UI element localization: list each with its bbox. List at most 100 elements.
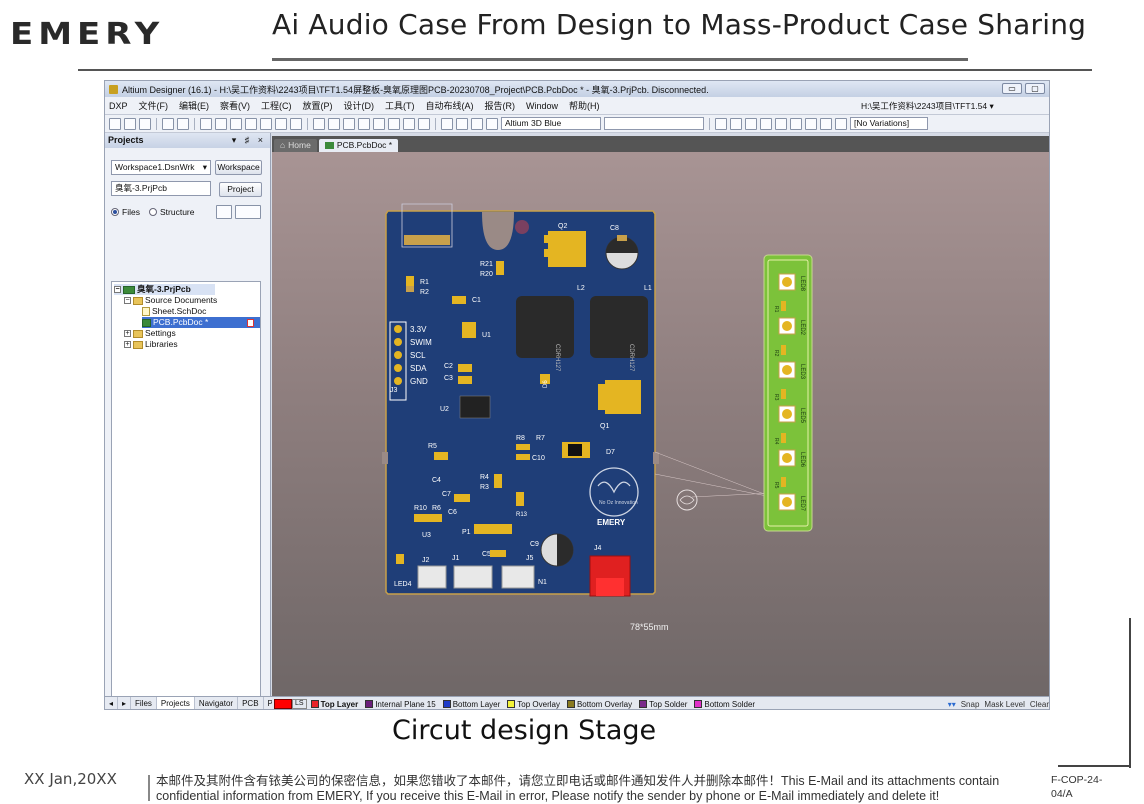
arc-icon[interactable]	[775, 117, 787, 130]
component-r21-r20[interactable]: R21 R20	[480, 261, 504, 278]
rubber-stamp-icon[interactable]	[358, 117, 370, 130]
panel-tab-files[interactable]: Files	[131, 697, 157, 709]
tree-libraries[interactable]: +Libraries	[124, 339, 178, 349]
inductor-l1[interactable]: CDRH127 L1	[590, 285, 652, 372]
connector-j1[interactable]: J1	[452, 555, 493, 589]
layer-tab-bottom-layer[interactable]: Bottom Layer	[442, 700, 500, 709]
layer-icon[interactable]	[200, 117, 212, 130]
led-board[interactable]	[763, 254, 813, 532]
panel-tab-navigator[interactable]: Navigator	[195, 697, 239, 709]
layer-tab-top-solder[interactable]: Top Solder	[639, 700, 687, 709]
component-q1[interactable]: Q1	[598, 380, 641, 430]
menu-reports[interactable]: 报告(R)	[484, 101, 516, 111]
led-3[interactable]: LED3	[778, 361, 805, 380]
layer-tab-bottom-solder[interactable]: Bottom Solder	[694, 700, 755, 709]
snap-button[interactable]: Snap	[960, 699, 980, 709]
inductor-l2[interactable]: CDRH127 L2	[516, 285, 585, 372]
component-r13[interactable]: R13	[516, 492, 528, 518]
snap-icon[interactable]: ▾▾	[947, 699, 956, 709]
tab-home[interactable]: ⌂Home	[274, 139, 317, 152]
led-resistor-1[interactable]: R1	[773, 301, 786, 313]
component-r5-c4[interactable]: R5 C4	[428, 443, 448, 484]
menu-dxp[interactable]: DXP	[109, 100, 128, 111]
cut-icon[interactable]	[313, 117, 325, 130]
led-resistor-4[interactable]: R4	[773, 433, 786, 445]
panel-tab-next[interactable]: ▸	[118, 697, 132, 709]
layer-set-select[interactable]	[604, 117, 704, 130]
project-button[interactable]: Project	[219, 182, 262, 197]
panel-tab-pcb[interactable]: PCB	[238, 697, 264, 709]
variations-select[interactable]: [No Variations]	[850, 117, 928, 130]
led-4[interactable]: LED5	[778, 405, 805, 424]
restore-button[interactable]: ▢	[1025, 83, 1045, 94]
menu-help[interactable]: 帮助(H)	[569, 101, 600, 111]
paste-icon[interactable]	[343, 117, 355, 130]
workspace-combo[interactable]: Workspace1.DsnWrk▾	[111, 160, 211, 175]
workspace-button[interactable]: Workspace	[215, 160, 262, 175]
copy-icon[interactable]	[328, 117, 340, 130]
pad-icon[interactable]	[760, 117, 772, 130]
component-c7[interactable]: C7	[442, 491, 470, 502]
component-u1[interactable]: U1	[462, 322, 491, 339]
tree-project[interactable]: −臭氧-3.PrjPcb	[114, 284, 215, 295]
mask-level-button[interactable]: Mask Level	[984, 699, 1025, 709]
tree-pcb-pcbdoc[interactable]: PCB.PcbDoc *	[142, 317, 260, 328]
component-c8[interactable]: C8	[605, 225, 639, 270]
menu-project[interactable]: 工程(C)	[261, 101, 292, 111]
led-5[interactable]: LED6	[778, 449, 805, 468]
component-c9[interactable]: C9	[530, 533, 574, 567]
tree-settings[interactable]: +Settings	[124, 328, 176, 338]
component-r10-c6[interactable]: R10 R6 C6	[414, 505, 457, 522]
component-icon[interactable]	[835, 117, 847, 130]
header-j3[interactable]: 3.3V SWIM SCL SDA GND J3	[389, 321, 432, 401]
via-icon[interactable]	[745, 117, 757, 130]
component-led4[interactable]: LED4	[394, 554, 412, 588]
component-r1-r2[interactable]: R1 R2	[406, 276, 429, 296]
highlight-icon[interactable]	[471, 117, 483, 130]
menu-autoroute[interactable]: 自动布线(A)	[425, 101, 474, 111]
layer-tab-top-layer[interactable]: Top Layer	[310, 700, 358, 709]
undo-icon[interactable]	[441, 117, 453, 130]
component-d6[interactable]: D6	[540, 374, 550, 388]
component-r4-r3[interactable]: R4 R3	[480, 474, 502, 491]
deselect-icon[interactable]	[403, 117, 415, 130]
refresh-icon[interactable]	[216, 205, 232, 219]
tree-sheet-schdoc[interactable]: Sheet.SchDoc	[142, 306, 206, 317]
document-options-icon[interactable]	[235, 205, 261, 219]
fit-icon[interactable]	[245, 117, 257, 130]
component-d7[interactable]: D7	[562, 442, 615, 458]
select-icon[interactable]	[373, 117, 385, 130]
layer-tab-bottom-overlay[interactable]: Bottom Overlay	[566, 700, 632, 709]
panel-tab-projects[interactable]: Projects	[156, 697, 195, 709]
zoom-out-icon[interactable]	[290, 117, 302, 130]
led-1[interactable]: LED8	[778, 273, 805, 292]
menu-place[interactable]: 放置(P)	[302, 101, 333, 111]
board-icon[interactable]	[215, 117, 227, 130]
layer-tab-top-overlay[interactable]: Top Overlay	[507, 700, 560, 709]
region-icon[interactable]	[805, 117, 817, 130]
led-6[interactable]: LED7	[778, 493, 805, 512]
folder-icon[interactable]	[230, 117, 242, 130]
menu-view[interactable]: 察看(V)	[220, 101, 251, 111]
zoom-in-icon[interactable]	[275, 117, 287, 130]
chip-u2[interactable]: U2	[440, 395, 491, 419]
view-config-select[interactable]: Altium 3D Blue	[501, 117, 601, 130]
component-c5[interactable]: C5	[482, 550, 506, 558]
component-c2-c3[interactable]: C2 C3	[444, 363, 472, 384]
fill-icon[interactable]	[790, 117, 802, 130]
component-c1[interactable]: C1	[452, 296, 481, 304]
panel-tab-prev[interactable]: ◂	[105, 697, 119, 709]
move-icon[interactable]	[388, 117, 400, 130]
menu-edit[interactable]: 编辑(E)	[179, 101, 210, 111]
print-icon[interactable]	[162, 117, 174, 130]
connector-p1[interactable]: P1 U3	[422, 524, 512, 539]
minimize-button[interactable]: ▭	[1002, 83, 1022, 94]
menu-tools[interactable]: 工具(T)	[385, 101, 415, 111]
tree-source-documents[interactable]: −Source Documents	[124, 295, 218, 305]
browse-icon[interactable]	[486, 117, 498, 130]
tab-pcb-pcbdoc[interactable]: PCB.PcbDoc *	[318, 139, 399, 152]
menu-window[interactable]: Window	[526, 100, 559, 111]
route-icon[interactable]	[715, 117, 727, 130]
zoom-area-icon[interactable]	[260, 117, 272, 130]
main-board[interactable]	[382, 203, 659, 595]
